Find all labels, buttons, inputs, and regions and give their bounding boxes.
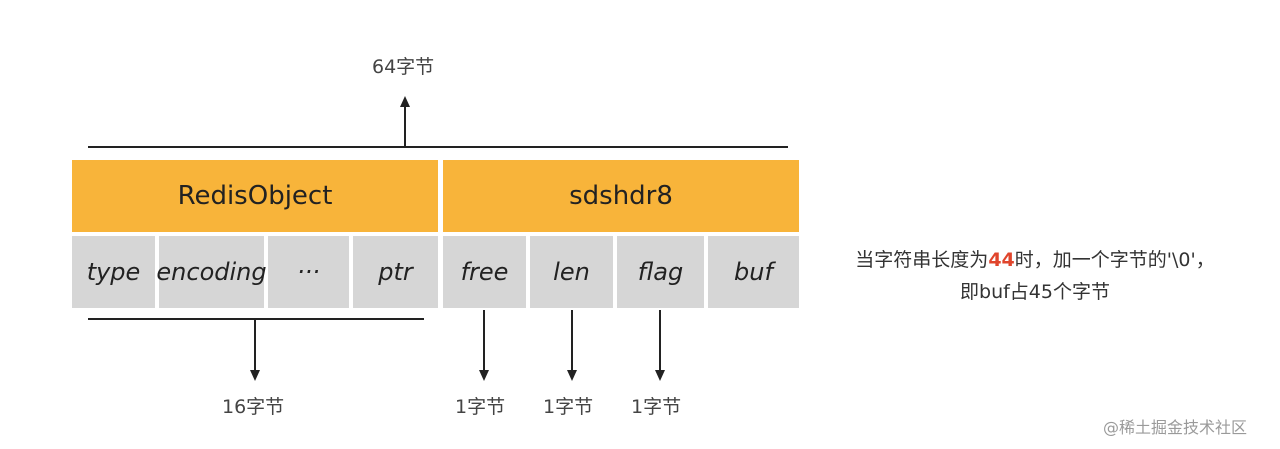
buf-note-line2: 即buf占45个字节 — [960, 281, 1110, 303]
len-size-label: 1字节 — [543, 396, 594, 418]
total-size-label: 64字节 — [372, 56, 435, 78]
total-size-bracket — [88, 146, 788, 148]
field-type: type — [72, 236, 155, 308]
buf-note-prefix: 当字符串长度为 — [855, 249, 989, 271]
free-size-label: 1字节 — [455, 396, 506, 418]
sdshdr8-title: sdshdr8 — [569, 181, 673, 211]
field-encoding: encoding — [156, 236, 267, 308]
redis-object-size-arrow-shaft — [254, 320, 256, 370]
redis-object-size-label: 16字节 — [222, 396, 285, 418]
field-buf: buf — [708, 236, 799, 308]
free-size-arrow-shaft — [483, 310, 485, 370]
field-flag: flag — [617, 236, 704, 308]
redis-object-size-arrowhead — [250, 370, 260, 381]
field-ptr: ptr — [353, 236, 438, 308]
total-size-arrowhead — [400, 96, 410, 107]
field-free: free — [443, 236, 526, 308]
watermark: @稀土掘金技术社区 — [1103, 418, 1248, 437]
redis-object-header: RedisObject — [72, 160, 438, 232]
sdshdr8-header: sdshdr8 — [443, 160, 799, 232]
field-ellipsis: ··· — [268, 236, 349, 308]
field-len: len — [530, 236, 613, 308]
redis-object-size-bracket — [88, 318, 424, 320]
buf-note-suffix: 时，加一个字节的'\0'， — [1014, 249, 1215, 271]
buf-note-highlight: 44 — [988, 249, 1015, 271]
redis-object-title: RedisObject — [177, 181, 333, 211]
len-size-arrow-shaft — [571, 310, 573, 370]
flag-size-label: 1字节 — [631, 396, 682, 418]
buf-note-line1: 当字符串长度为44时，加一个字节的'\0'， — [825, 244, 1245, 276]
free-size-arrowhead — [479, 370, 489, 381]
flag-size-arrowhead — [655, 370, 665, 381]
buf-note: 当字符串长度为44时，加一个字节的'\0'， 即buf占45个字节 — [825, 244, 1245, 308]
total-size-arrow-shaft — [404, 106, 406, 148]
len-size-arrowhead — [567, 370, 577, 381]
flag-size-arrow-shaft — [659, 310, 661, 370]
